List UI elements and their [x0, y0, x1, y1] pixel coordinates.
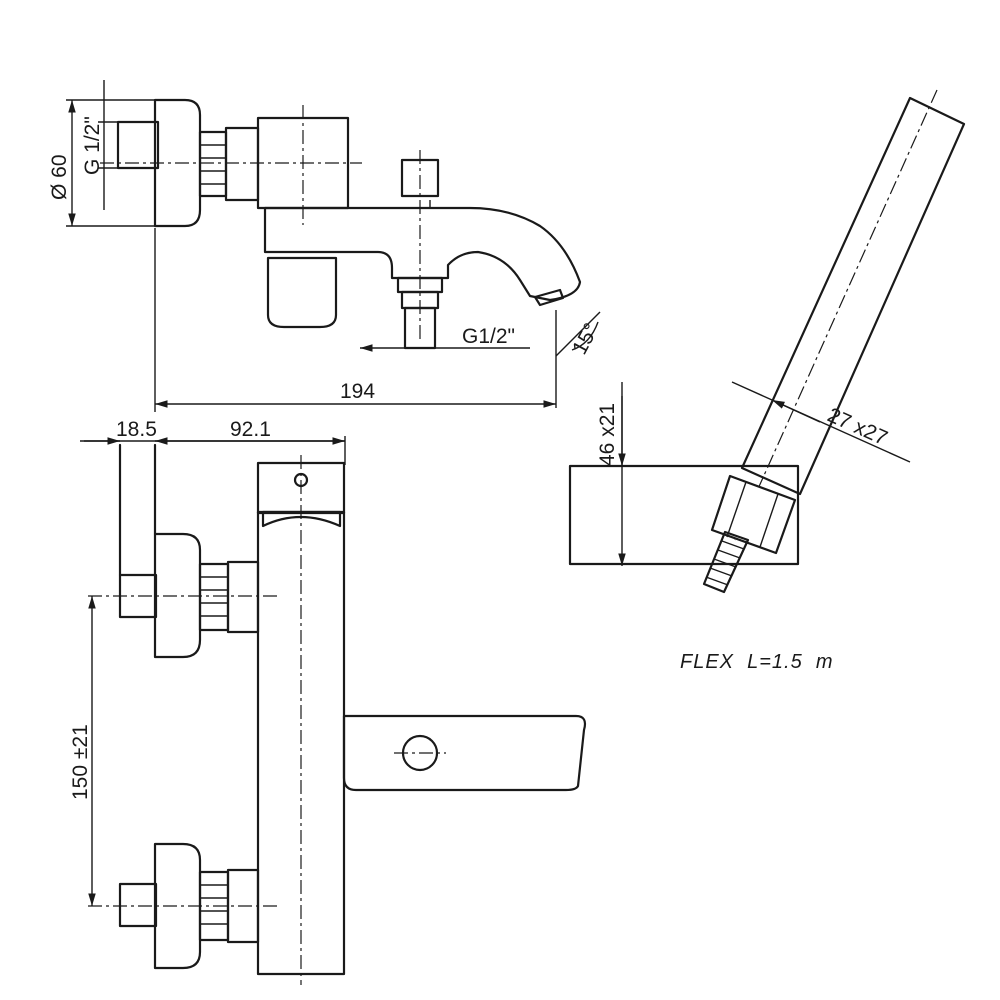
- inlet-thread-label: G 1/2": [81, 116, 104, 175]
- outlet-thread-label: G1/2": [462, 325, 515, 348]
- shower-holder: [568, 464, 800, 566]
- front-view-dimensions: 18.5 92.1 150 ±21: [69, 418, 346, 906]
- upper-escutcheon: [153, 532, 202, 659]
- overall-length-label: 194: [340, 380, 375, 403]
- hand-shower-group: [568, 89, 966, 594]
- escutcheon: [153, 98, 202, 228]
- offset-label: 18.5: [116, 418, 157, 441]
- body-depth-label: 92.1: [230, 418, 271, 441]
- front-spout: [342, 714, 587, 792]
- diameter-label: Ø 60: [48, 154, 71, 200]
- top-view-dimensions: Ø 60 G 1/2" G1/2" 15° 194: [48, 80, 603, 412]
- holder-width-label: 27 x27: [824, 404, 891, 451]
- front-view-mixer: [88, 443, 587, 985]
- angle-label: 15°: [568, 320, 603, 359]
- center-distance-label: 150 ±21: [69, 724, 92, 800]
- lever-handle: [266, 256, 338, 329]
- flex-hose-note: FLEX L=1.5 m: [680, 651, 834, 673]
- inlet-pipe: [116, 120, 160, 170]
- connector-nut: [198, 130, 228, 198]
- holder-height-label: 46 x21: [596, 403, 619, 466]
- hand-shower-handle: [740, 96, 966, 496]
- top-view-mixer: [100, 98, 582, 350]
- flex-hose: [702, 530, 750, 594]
- lower-escutcheon: [153, 842, 202, 970]
- spout: [263, 206, 582, 302]
